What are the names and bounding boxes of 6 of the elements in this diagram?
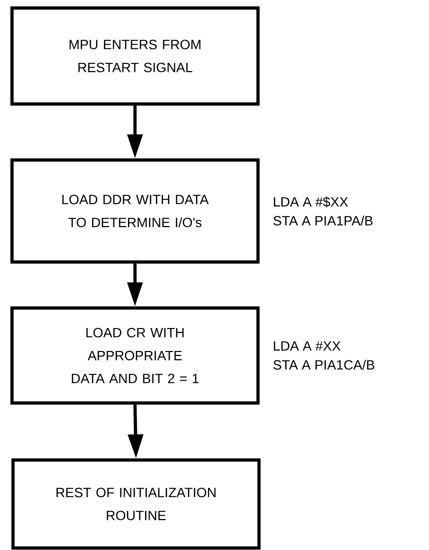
process-box: MPU ENTERS FROM RESTART SIGNAL [10,6,260,106]
code-text: LDA A #XX STA A PIA1CA/B [273,341,374,370]
process-box: REST OF INITIALIZATION ROUTINE [11,458,261,550]
process-box: LOAD CR WITH APPROPRIATE DATA AND BIT 2 = 1 [10,306,260,405]
process-box: LOAD DDR WITH DATA TO DETERMINE I/O's [10,158,260,264]
code-text: LDA A #$XX STA A PIA1PA/B [273,196,373,226]
